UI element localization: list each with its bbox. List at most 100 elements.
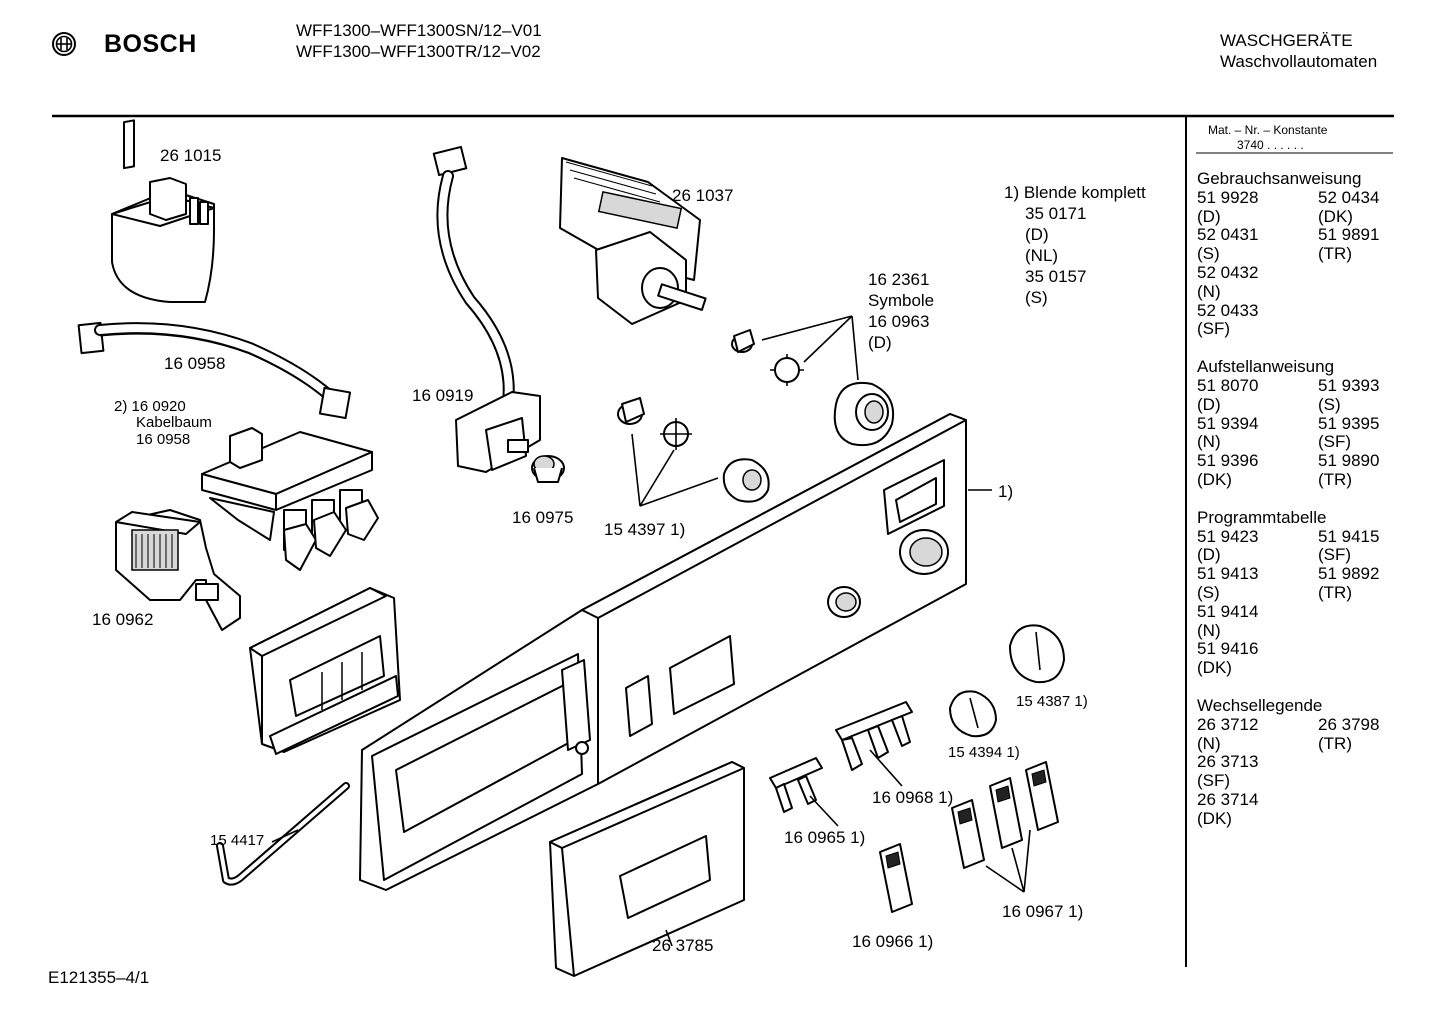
sidebar-row: 51 9396 51 9890	[1197, 451, 1389, 471]
label-261015: 26 1015	[160, 146, 222, 165]
sidebar-row: (DK)	[1197, 658, 1389, 678]
sidebar-cell-right: (SF)	[1318, 432, 1352, 452]
sidebar-cell-right: 52 0434	[1318, 187, 1380, 207]
part-160967-drawing	[951, 761, 1059, 893]
sidebar-cell-right	[1318, 283, 1389, 302]
part-160968-drawing	[835, 701, 913, 787]
sidebar-cell-right: (SF)	[1318, 545, 1352, 565]
label-160919: 16 0919	[412, 386, 474, 405]
sidebar-cell-left: 51 8070	[1197, 375, 1259, 395]
label-263785: 26 3785	[652, 936, 714, 955]
label-160966: 16 0966 1)	[852, 932, 934, 951]
sidebar-row: 26 3713	[1197, 753, 1389, 772]
category-title: WASCHGERÄTE	[1220, 31, 1353, 50]
sidebar-cell-right	[1318, 264, 1389, 283]
part-160920-drawing	[201, 427, 379, 571]
category-subtitle: Waschvollautomaten	[1220, 52, 1378, 71]
sidebar-cell-right	[1318, 320, 1389, 339]
label-160920-line1: 2) 16 0920	[114, 398, 186, 415]
label-160968: 16 0968 1)	[872, 788, 954, 807]
part-162361-drawing	[731, 315, 894, 446]
blende-line1: 1) Blende komplett	[1004, 183, 1146, 202]
blende-line4: (NL)	[1025, 246, 1059, 265]
part-261037-drawing	[559, 157, 707, 325]
sidebar-cell-left: 51 9416	[1197, 639, 1259, 659]
brand-name: BOSCH	[104, 30, 197, 58]
sidebar-cell-right: 51 9415	[1318, 526, 1380, 546]
part-160975-drawing	[531, 455, 565, 483]
sidebar-cell-right	[1318, 772, 1389, 791]
sidebar-cell-right: 51 9892	[1318, 564, 1380, 584]
label-160958: 16 0958	[164, 354, 226, 373]
sidebar-cell-left: (N)	[1197, 620, 1221, 640]
model-line-2: WFF1300–WFF1300TR/12–V02	[296, 42, 541, 61]
sidebar-cell-left: 51 9396	[1197, 451, 1259, 471]
sidebar-section-title: Programmtabelle	[1197, 507, 1327, 527]
sidebar-row: 51 9414	[1197, 602, 1389, 622]
sidebar-cell-left: (N)	[1197, 432, 1221, 452]
part-263785-drawing	[549, 761, 745, 977]
part-160919-drawing	[432, 145, 541, 473]
sidebar-row: (SF)	[1197, 771, 1389, 791]
sidebar-cell-left: 51 9423	[1197, 526, 1259, 546]
sidebar-cell-right: 51 9891	[1318, 225, 1380, 245]
sidebar-row: (N)(TR)	[1197, 733, 1389, 754]
sidebar-row: (DK)(TR)	[1197, 470, 1389, 490]
sidebar-cell-right: (TR)	[1318, 582, 1352, 602]
sidebar-row: (S) (TR)	[1197, 582, 1389, 603]
part-154394-drawing	[949, 690, 997, 738]
part-160958-drawing	[77, 321, 352, 420]
blende-line6: (S)	[1025, 288, 1048, 307]
sidebar-section-title: Gebrauchsanweisung	[1197, 169, 1362, 188]
sidebar-row: 52 0433	[1197, 300, 1389, 321]
part-panel-drawing	[359, 413, 992, 891]
label-154387: 15 4387 1)	[1016, 693, 1088, 710]
sidebar-cell-right: 51 9890	[1318, 451, 1380, 471]
sidebar-row: (D)(S)	[1197, 394, 1389, 415]
part-tray-drawing	[249, 587, 401, 755]
sidebar-cell-left: 51 9413	[1197, 564, 1259, 584]
sidebar-cell-right	[1318, 753, 1389, 772]
sidebar-cell-left: (DK)	[1197, 658, 1232, 678]
part-154387-drawing	[1009, 624, 1065, 684]
part-261015-drawing	[111, 119, 215, 303]
label-154394: 15 4394 1)	[948, 744, 1020, 761]
sidebar-cell-right: (TR)	[1318, 733, 1352, 753]
sidebar-row: 51 9413 51 9892	[1197, 564, 1389, 584]
sidebar-row: 51 9416	[1197, 640, 1389, 659]
bosch-logo-icon	[52, 32, 76, 56]
sidebar-cell-left: (D)	[1197, 394, 1221, 414]
mat-title: Mat. – Nr. – Konstante	[1208, 123, 1328, 137]
sidebar-cell-right	[1318, 810, 1389, 829]
sidebar-cell-right	[1318, 302, 1389, 321]
sidebar-row: (DK)	[1197, 809, 1389, 829]
sidebar-cell-left: (D)	[1197, 545, 1221, 565]
part-160962-drawing	[115, 509, 241, 631]
sidebar-cell-left: (D)	[1197, 206, 1221, 226]
sidebar-row: 26 3714	[1197, 789, 1389, 810]
sidebar-cell-right	[1318, 791, 1389, 810]
part-154417-drawing	[216, 782, 350, 886]
sidebar-cell-left: 26 3713	[1197, 752, 1259, 772]
sidebar-row: (D)(DK)	[1197, 206, 1389, 227]
part-154397-drawing	[617, 397, 770, 507]
label-162361-line2: Symbole	[868, 291, 935, 310]
sidebar-cell-right	[1318, 603, 1389, 622]
blende-line3: (D)	[1025, 225, 1049, 244]
sidebar-row: (SF)	[1197, 320, 1389, 339]
sidebar-cell-left: 52 0433	[1197, 300, 1259, 320]
sidebar-cell-left: 26 3714	[1197, 789, 1259, 809]
sidebar-cell-left: 26 3712	[1197, 714, 1259, 734]
sidebar-cell-left: (SF)	[1197, 771, 1231, 791]
sidebar-cell-left: (N)	[1197, 281, 1221, 301]
sidebar-section-title: Aufstellanweisung	[1197, 357, 1335, 377]
sidebar-cell-left: (S)	[1197, 582, 1220, 602]
blende-line5: 35 0157	[1025, 267, 1087, 286]
sidebar-cell-left: 51 9394	[1197, 413, 1259, 433]
